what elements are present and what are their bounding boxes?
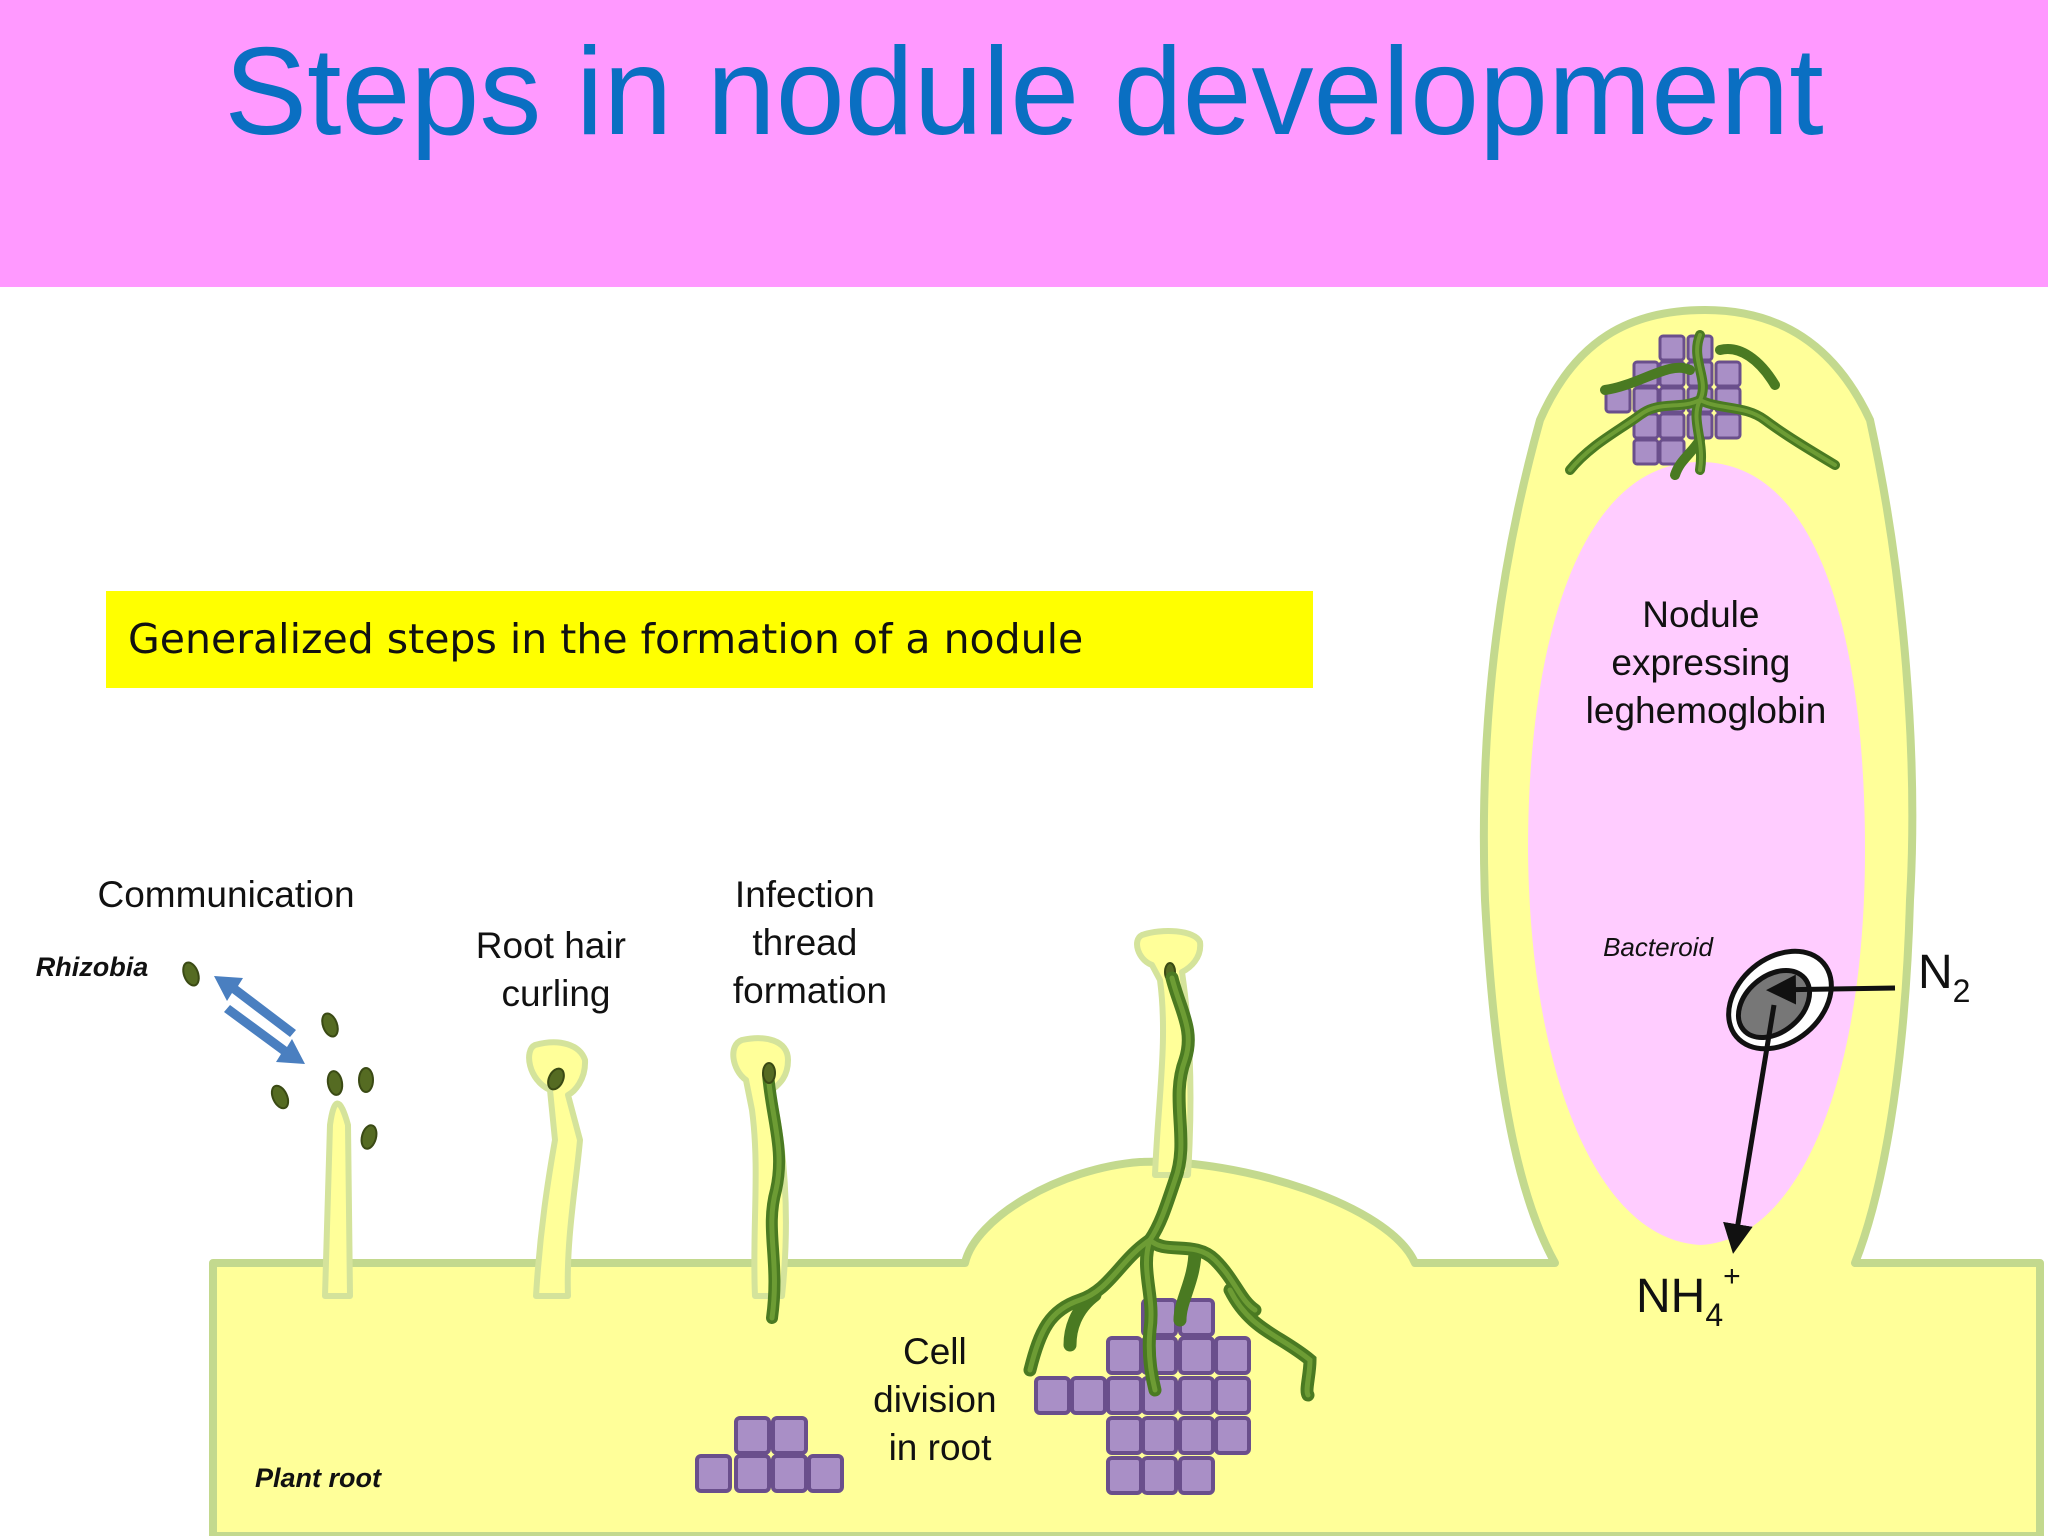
slide-title: Steps in nodule development xyxy=(224,23,1824,161)
label-nh4: NH4+ xyxy=(1636,1260,1741,1333)
communication-arrows xyxy=(214,976,305,1064)
cell-cluster-small xyxy=(695,1416,844,1493)
cell-cluster-large xyxy=(1034,1298,1251,1495)
nodule-top-threads xyxy=(1565,330,1840,480)
label-infection-thread: Infection thread formation xyxy=(733,874,887,1011)
header-banner xyxy=(0,0,2048,287)
infection-thread-branches xyxy=(1023,971,1317,1402)
nodule-interior xyxy=(1528,462,1865,1245)
label-n2: N2 xyxy=(1918,946,1970,1009)
n2-arrow xyxy=(1766,974,1896,1005)
label-communication: Communication xyxy=(97,874,354,915)
label-bacteroid: Bacteroid xyxy=(1603,932,1714,962)
label-root-hair-curling: Root hair curling xyxy=(476,925,636,1014)
label-plant-root: Plant root xyxy=(255,1463,382,1493)
root-hair-curling xyxy=(526,1039,589,1299)
root-hair-communication xyxy=(322,1100,353,1299)
root-hair-infection xyxy=(730,1035,791,1324)
label-nodule: Nodule expressing leghemoglobin xyxy=(1586,594,1827,731)
nh4-arrow xyxy=(1723,1004,1777,1254)
label-cell-division: Cell division in root xyxy=(873,1331,1007,1468)
caption-box: Generalized steps in the formation of a … xyxy=(106,591,1313,688)
label-rhizobia: Rhizobia xyxy=(36,952,149,982)
